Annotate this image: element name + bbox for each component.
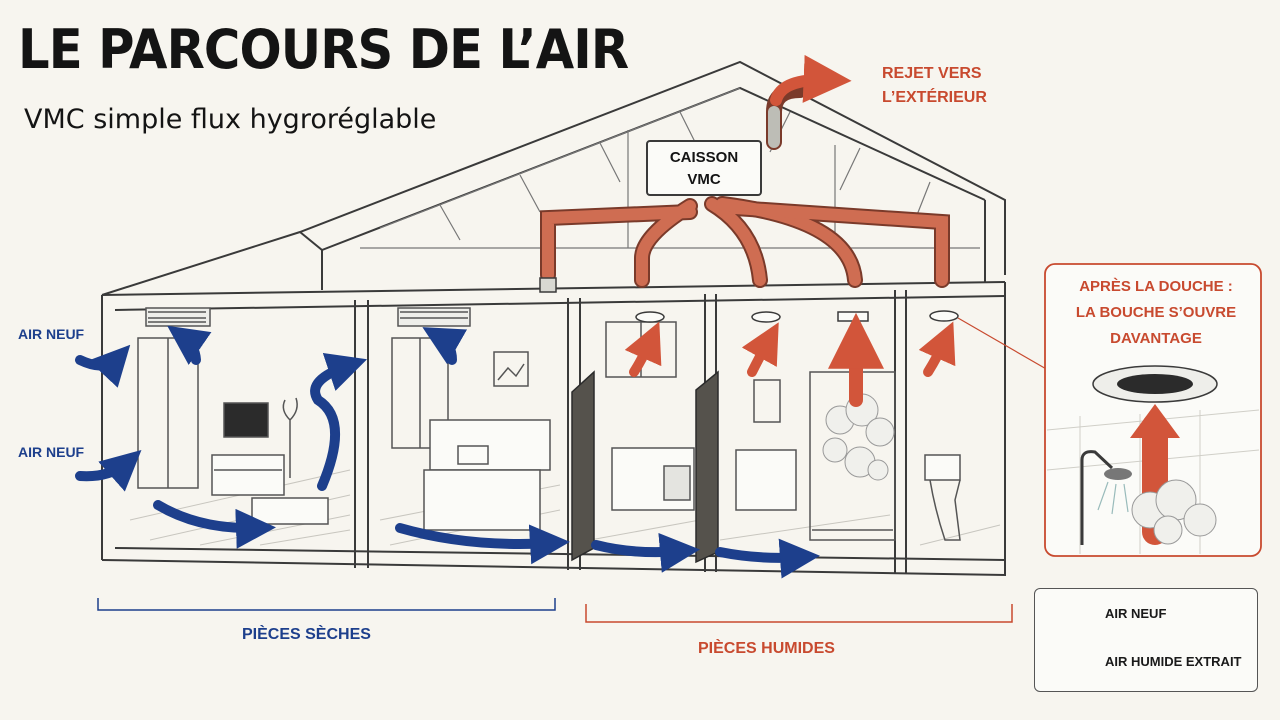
caisson-line-2: VMC [687, 171, 721, 188]
rejet-exterieur-label: REJET VERS L’EXTÉRIEUR [882, 62, 987, 110]
vmc-ducts [540, 82, 950, 288]
legend: AIR NEUF AIR HUMIDE EXTRAIT [1034, 588, 1258, 692]
pieces-humides-label: PIÈCES HUMIDES [698, 640, 835, 657]
callout-line-1: APRÈS LA DOUCHE : [1079, 278, 1233, 295]
room-furniture [137, 307, 961, 541]
pieces-seches-label: PIÈCES SÈCHES [242, 626, 371, 643]
extracted-air-arrows [624, 54, 956, 407]
page-subtitle: VMC simple flux hygroréglable [24, 104, 437, 135]
rejet-line-2: L’EXTÉRIEUR [882, 89, 987, 106]
air-neuf-label-top: AIR NEUF [18, 326, 85, 342]
rejet-line-1: REJET VERS [882, 65, 982, 82]
legend-item-fresh-air: AIR NEUF [1095, 601, 1166, 625]
roof [101, 60, 1006, 296]
legend-label-extracted-air: AIR HUMIDE EXTRAIT [1105, 653, 1242, 669]
shower-steam [822, 393, 895, 481]
callout-line-2: LA BOUCHE S’OUVRE [1075, 304, 1237, 321]
fresh-air-arrows [75, 325, 820, 579]
legend-item-extracted-air: AIR HUMIDE EXTRAIT [1095, 649, 1242, 673]
callout-line-3: DAVANTAGE [1110, 330, 1202, 347]
caisson-line-1: CAISSON [669, 149, 739, 166]
air-neuf-label-bottom: AIR NEUF [18, 444, 85, 460]
room-group-brackets [97, 598, 1013, 623]
page-title: LE PARCOURS DE L’AIR [18, 18, 629, 81]
shower-callout [957, 263, 1262, 557]
legend-label-fresh-air: AIR NEUF [1105, 605, 1167, 621]
caisson-vmc-box: CAISSON VMC [646, 140, 762, 196]
shower-callout-text: APRÈS LA DOUCHE : LA BOUCHE S’OUVRE DAVA… [1050, 274, 1262, 352]
